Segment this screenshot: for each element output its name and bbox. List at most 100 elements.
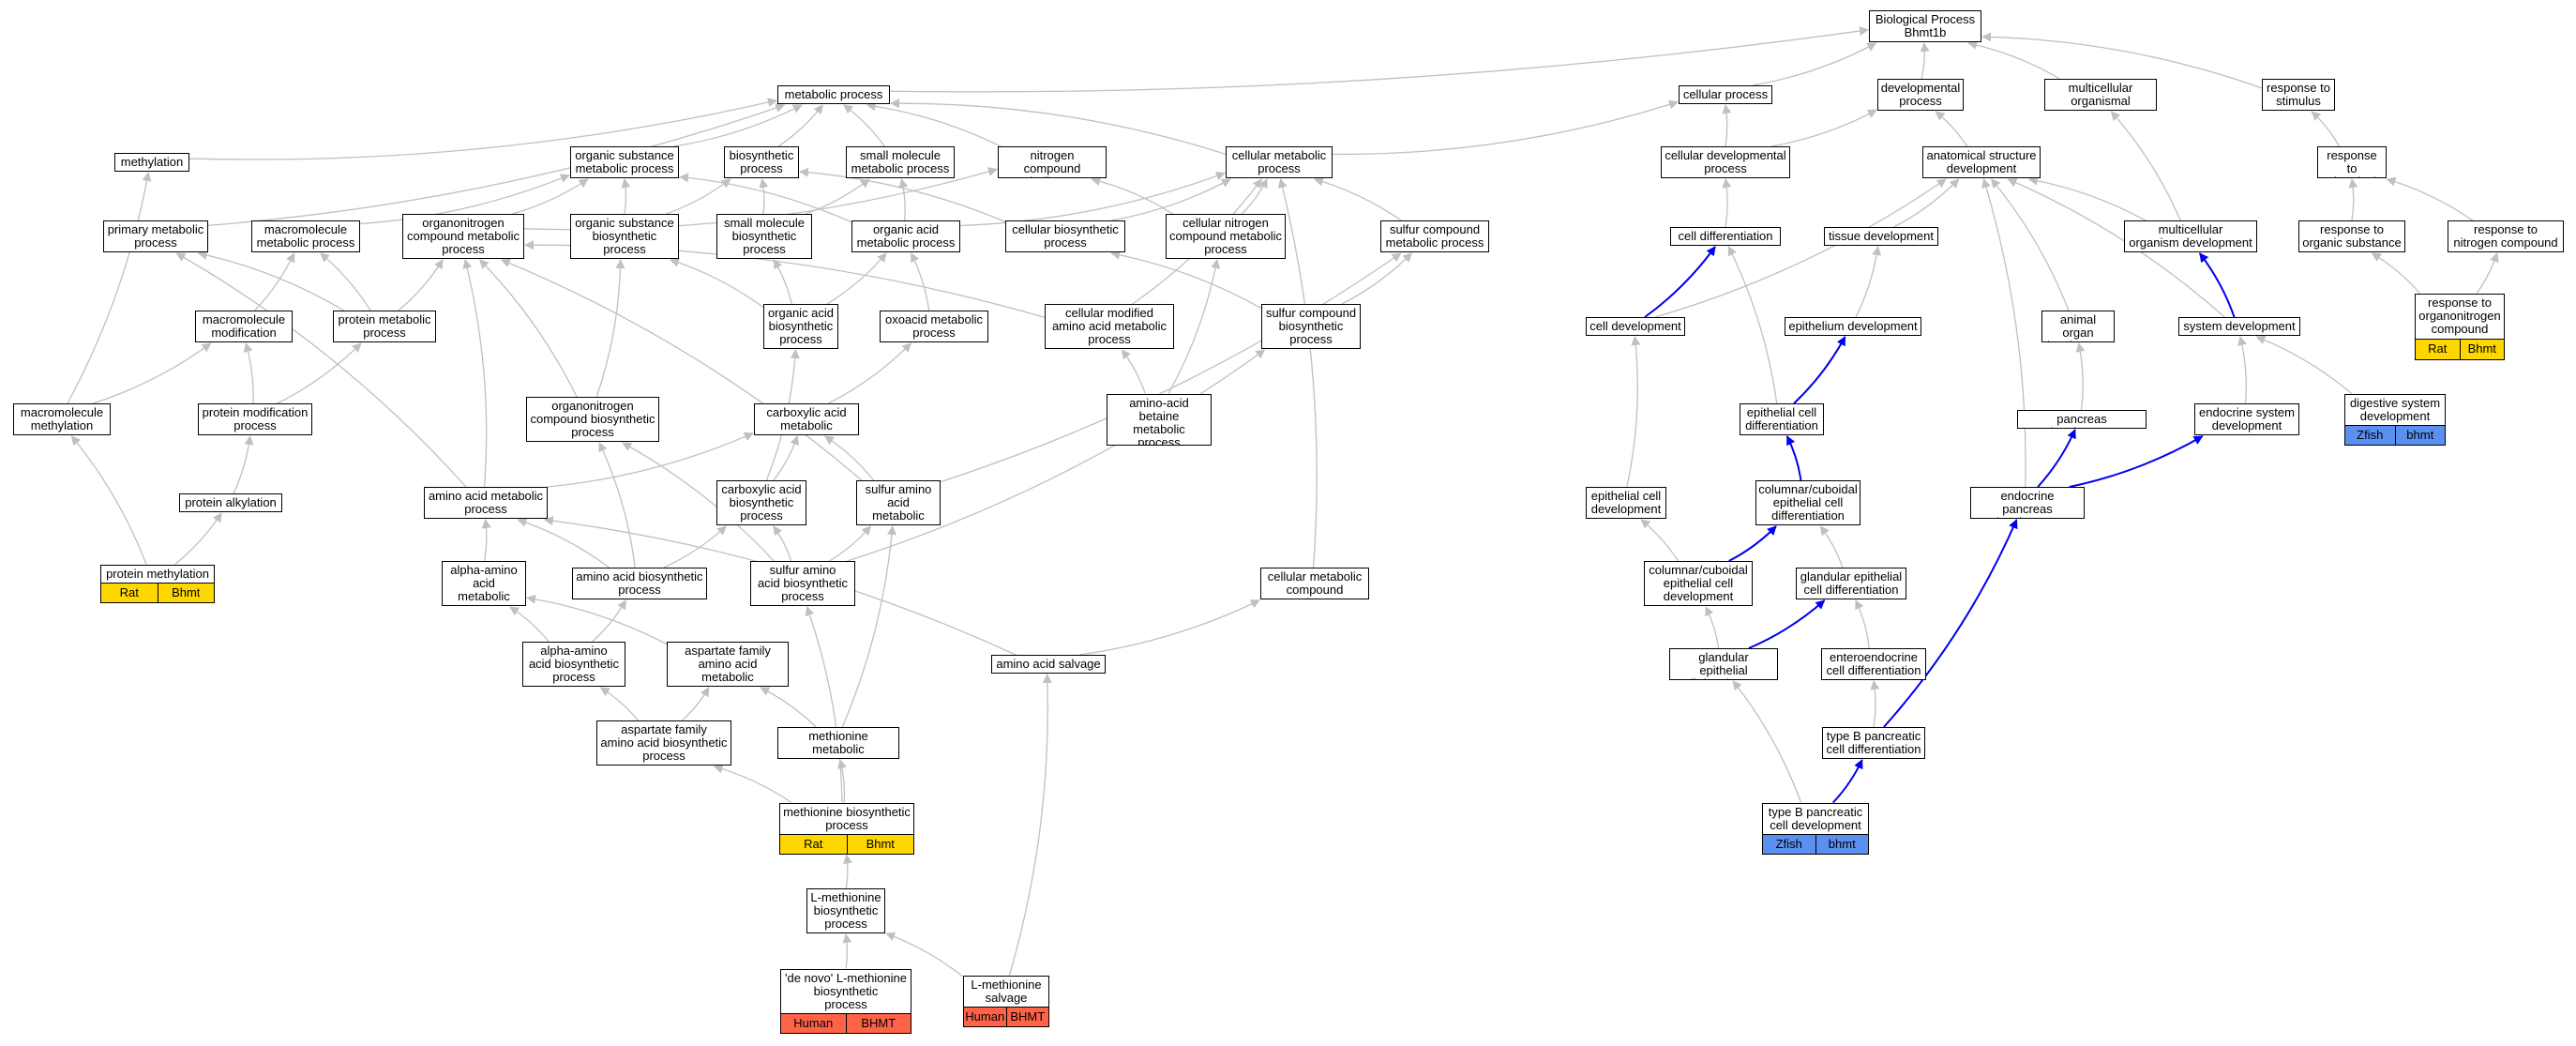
go-term-protein-mod[interactable]: protein modification process [198,403,312,435]
go-term-label: small molecule metabolic process [851,148,950,175]
go-term-label: macromolecule metabolic process [256,222,355,250]
go-term-label: cellular nitrogen compound metabolic pro… [1169,216,1282,256]
go-term-lmet-bio[interactable]: L-methionine biosynthetic process [806,888,885,933]
go-term-label: endocrine pancreas development [1993,489,2062,519]
go-term-metabolic[interactable]: metabolic process [777,85,890,104]
go-term-protein-met[interactable]: protein metabolic process [333,311,436,342]
go-term-label: epithelial cell development [1590,489,1662,516]
go-term-epith-cell-diff[interactable]: epithelial cell differentiation [1740,403,1824,435]
go-term-sulfur-comp-met[interactable]: sulfur compound metabolic process [1380,220,1489,252]
go-term-multicellular-org[interactable]: multicellular organismal process [2044,79,2157,111]
go-term-primary-met[interactable]: primary metabolic process [103,220,208,252]
go-term-methylation[interactable]: methylation [114,153,189,172]
go-term-cell-diff[interactable]: cell differentiation [1670,227,1781,246]
go-term-glandular-dev[interactable]: glandular epithelial cell development [1669,648,1778,680]
go-term-endocrine-pancreas-dev[interactable]: endocrine pancreas development [1970,487,2085,519]
go-term-columnar-dev[interactable]: columnar/cuboidal epithelial cell develo… [1644,561,1753,606]
edge-protein-met-to-macromol-met [319,252,371,311]
go-term-animal-organ-dev[interactable]: animal organ development [2041,311,2115,342]
go-term-org-subst-met[interactable]: organic substance metabolic process [570,146,679,178]
edge-cellular-met-to-metabolic [890,99,1227,155]
go-term-cell-dev-proc[interactable]: cellular developmental process [1661,146,1790,178]
go-term-label: cell differentiation [1678,229,1773,243]
go-term-carboxylic-bio[interactable]: carboxylic acid biosynthetic process [716,480,806,525]
go-term-macromol-methyl[interactable]: macromolecule methylation [13,403,111,435]
go-term-biosynthetic[interactable]: biosynthetic process [724,146,799,178]
go-term-carboxylic-met[interactable]: carboxylic acid metabolic process [754,403,859,435]
go-term-protein-alkyl[interactable]: protein alkylation [179,493,282,512]
go-term-organonitro-bio[interactable]: organonitrogen compound biosynthetic pro… [526,397,659,442]
go-term-anat-struct-dev[interactable]: anatomical structure development [1922,146,2041,178]
go-term-label: cellular biosynthetic process [1012,222,1119,250]
go-term-glandular-diff[interactable]: glandular epithelial cell differentiatio… [1796,568,1906,599]
go-term-organonitrogen-met[interactable]: organonitrogen compound metabolic proces… [402,214,524,259]
go-term-endocrine-sys-dev[interactable]: endocrine system development [2194,403,2299,435]
go-term-methionine-met[interactable]: methionine metabolic process [777,727,899,759]
go-term-system-dev[interactable]: system development [2178,317,2300,336]
go-term-resp-stimulus[interactable]: response to stimulus [2262,79,2335,111]
go-term-cell-mod-aa-met[interactable]: cellular modified amino acid metabolic p… [1045,304,1174,349]
go-term-cell-nitro-met[interactable]: cellular nitrogen compound metabolic pro… [1166,214,1286,259]
go-term-macromol-mod[interactable]: macromolecule modification [195,311,293,342]
edge-cell-dev-proc-to-developmental [1770,109,1877,147]
go-term-aa-betaine-met[interactable]: amino-acid betaine metabolic processHuma… [1107,393,1212,446]
go-term-epith-dev[interactable]: epithelium development [1785,317,1921,336]
go-term-label: response to organic substance [2302,222,2402,250]
go-term-cell-bio[interactable]: cellular biosynthetic process [1005,220,1125,252]
go-term-sulfur-aa-met[interactable]: sulfur amino acid metabolic process [856,480,941,525]
go-term-sulfur-comp-bio[interactable]: sulfur compound biosynthetic process [1261,304,1361,349]
edge-cell-diff-to-cell-dev-proc [1722,178,1732,228]
go-term-cellular-met[interactable]: cellular metabolic process [1226,146,1333,178]
go-term-aspartate-bio[interactable]: aspartate family amino acid biosynthetic… [596,720,731,766]
edge-cell-met-comp-salv-to-cellular-met [1277,178,1318,568]
go-term-typeB-diff[interactable]: type B pancreatic cell differentiation [1822,727,1925,759]
go-term-columnar-diff[interactable]: columnar/cuboidal epithelial cell differ… [1755,480,1860,525]
go-term-org-acid-bio[interactable]: organic acid biosynthetic process [763,304,838,349]
go-term-resp-org-subst[interactable]: response to organic substance [2298,220,2405,252]
edge-primary-met-to-metabolic [207,103,786,226]
go-term-resp-nitro-comp[interactable]: response to nitrogen compound [2448,220,2564,252]
go-term-multicell-org-dev[interactable]: multicellular organism development [2124,220,2257,252]
go-term-epith-cell-dev[interactable]: epithelial cell development [1586,487,1666,519]
go-term-alpha-aa-bio[interactable]: alpha-amino acid biosynthetic process [522,642,625,687]
go-term-macromol-met[interactable]: macromolecule metabolic process [251,220,360,252]
go-term-nitrogen-comp-met[interactable]: nitrogen compound metabolic process [998,146,1107,178]
go-term-aa-met[interactable]: amino acid metabolic process [424,487,548,519]
go-term-small-mol-bio[interactable]: small molecule biosynthetic process [716,214,812,259]
go-term-denovo-lmet-bio[interactable]: 'de novo' L-methionine biosynthetic proc… [780,968,911,1034]
go-term-tissue-dev[interactable]: tissue development [1824,227,1938,246]
go-term-aa-salvage[interactable]: amino acid salvage [991,655,1106,674]
go-term-org-subst-bio[interactable]: organic substance biosynthetic process [570,214,679,259]
edge-aa-bio-to-organonitro-bio [598,442,636,568]
go-term-developmental[interactable]: developmental process [1877,79,1964,111]
go-term-org-acid-met[interactable]: organic acid metabolic process [851,220,960,252]
go-term-alpha-aa-met[interactable]: alpha-amino acid metabolic process [442,561,526,606]
go-term-resp-chemical[interactable]: response to chemical [2317,146,2387,178]
edge-cellular-met-to-cellular-process [1332,99,1679,156]
go-term-aspartate-met[interactable]: aspartate family amino acid metabolic pr… [667,642,789,687]
go-term-label: oxoacid metabolic process [884,312,984,340]
go-term-sulfur-aa-bio[interactable]: sulfur amino acid biosynthetic process [750,561,855,606]
go-term-label: aspartate family amino acid biosynthetic… [600,722,728,763]
go-term-oxoacid-met[interactable]: oxoacid metabolic process [880,311,988,342]
edge-resp-organonitro-to-resp-org-subst [2371,252,2420,294]
edge-protein-met-to-primary-met [197,250,345,311]
go-term-label: sulfur compound biosynthetic process [1265,306,1357,346]
go-term-cell-met-comp-salv[interactable]: cellular metabolic compound salvage [1260,568,1369,599]
go-term-cell-dev[interactable]: cell development [1586,317,1685,336]
edge-glandular-dev-to-glandular-diff [1748,599,1826,649]
go-term-label: epithelial cell differentiation [1745,405,1818,432]
go-term-root[interactable]: Biological Process Bhmt1b [1869,10,1981,42]
go-term-pancreas-dev[interactable]: pancreas development [2017,410,2147,429]
go-term-small-mol-met[interactable]: small molecule metabolic process [846,146,955,178]
go-term-cellular-process[interactable]: cellular process [1679,85,1772,104]
go-term-enteroendocrine-diff[interactable]: enteroendocrine cell differentiation [1821,648,1926,680]
go-term-aa-bio[interactable]: amino acid biosynthetic process [572,568,707,599]
